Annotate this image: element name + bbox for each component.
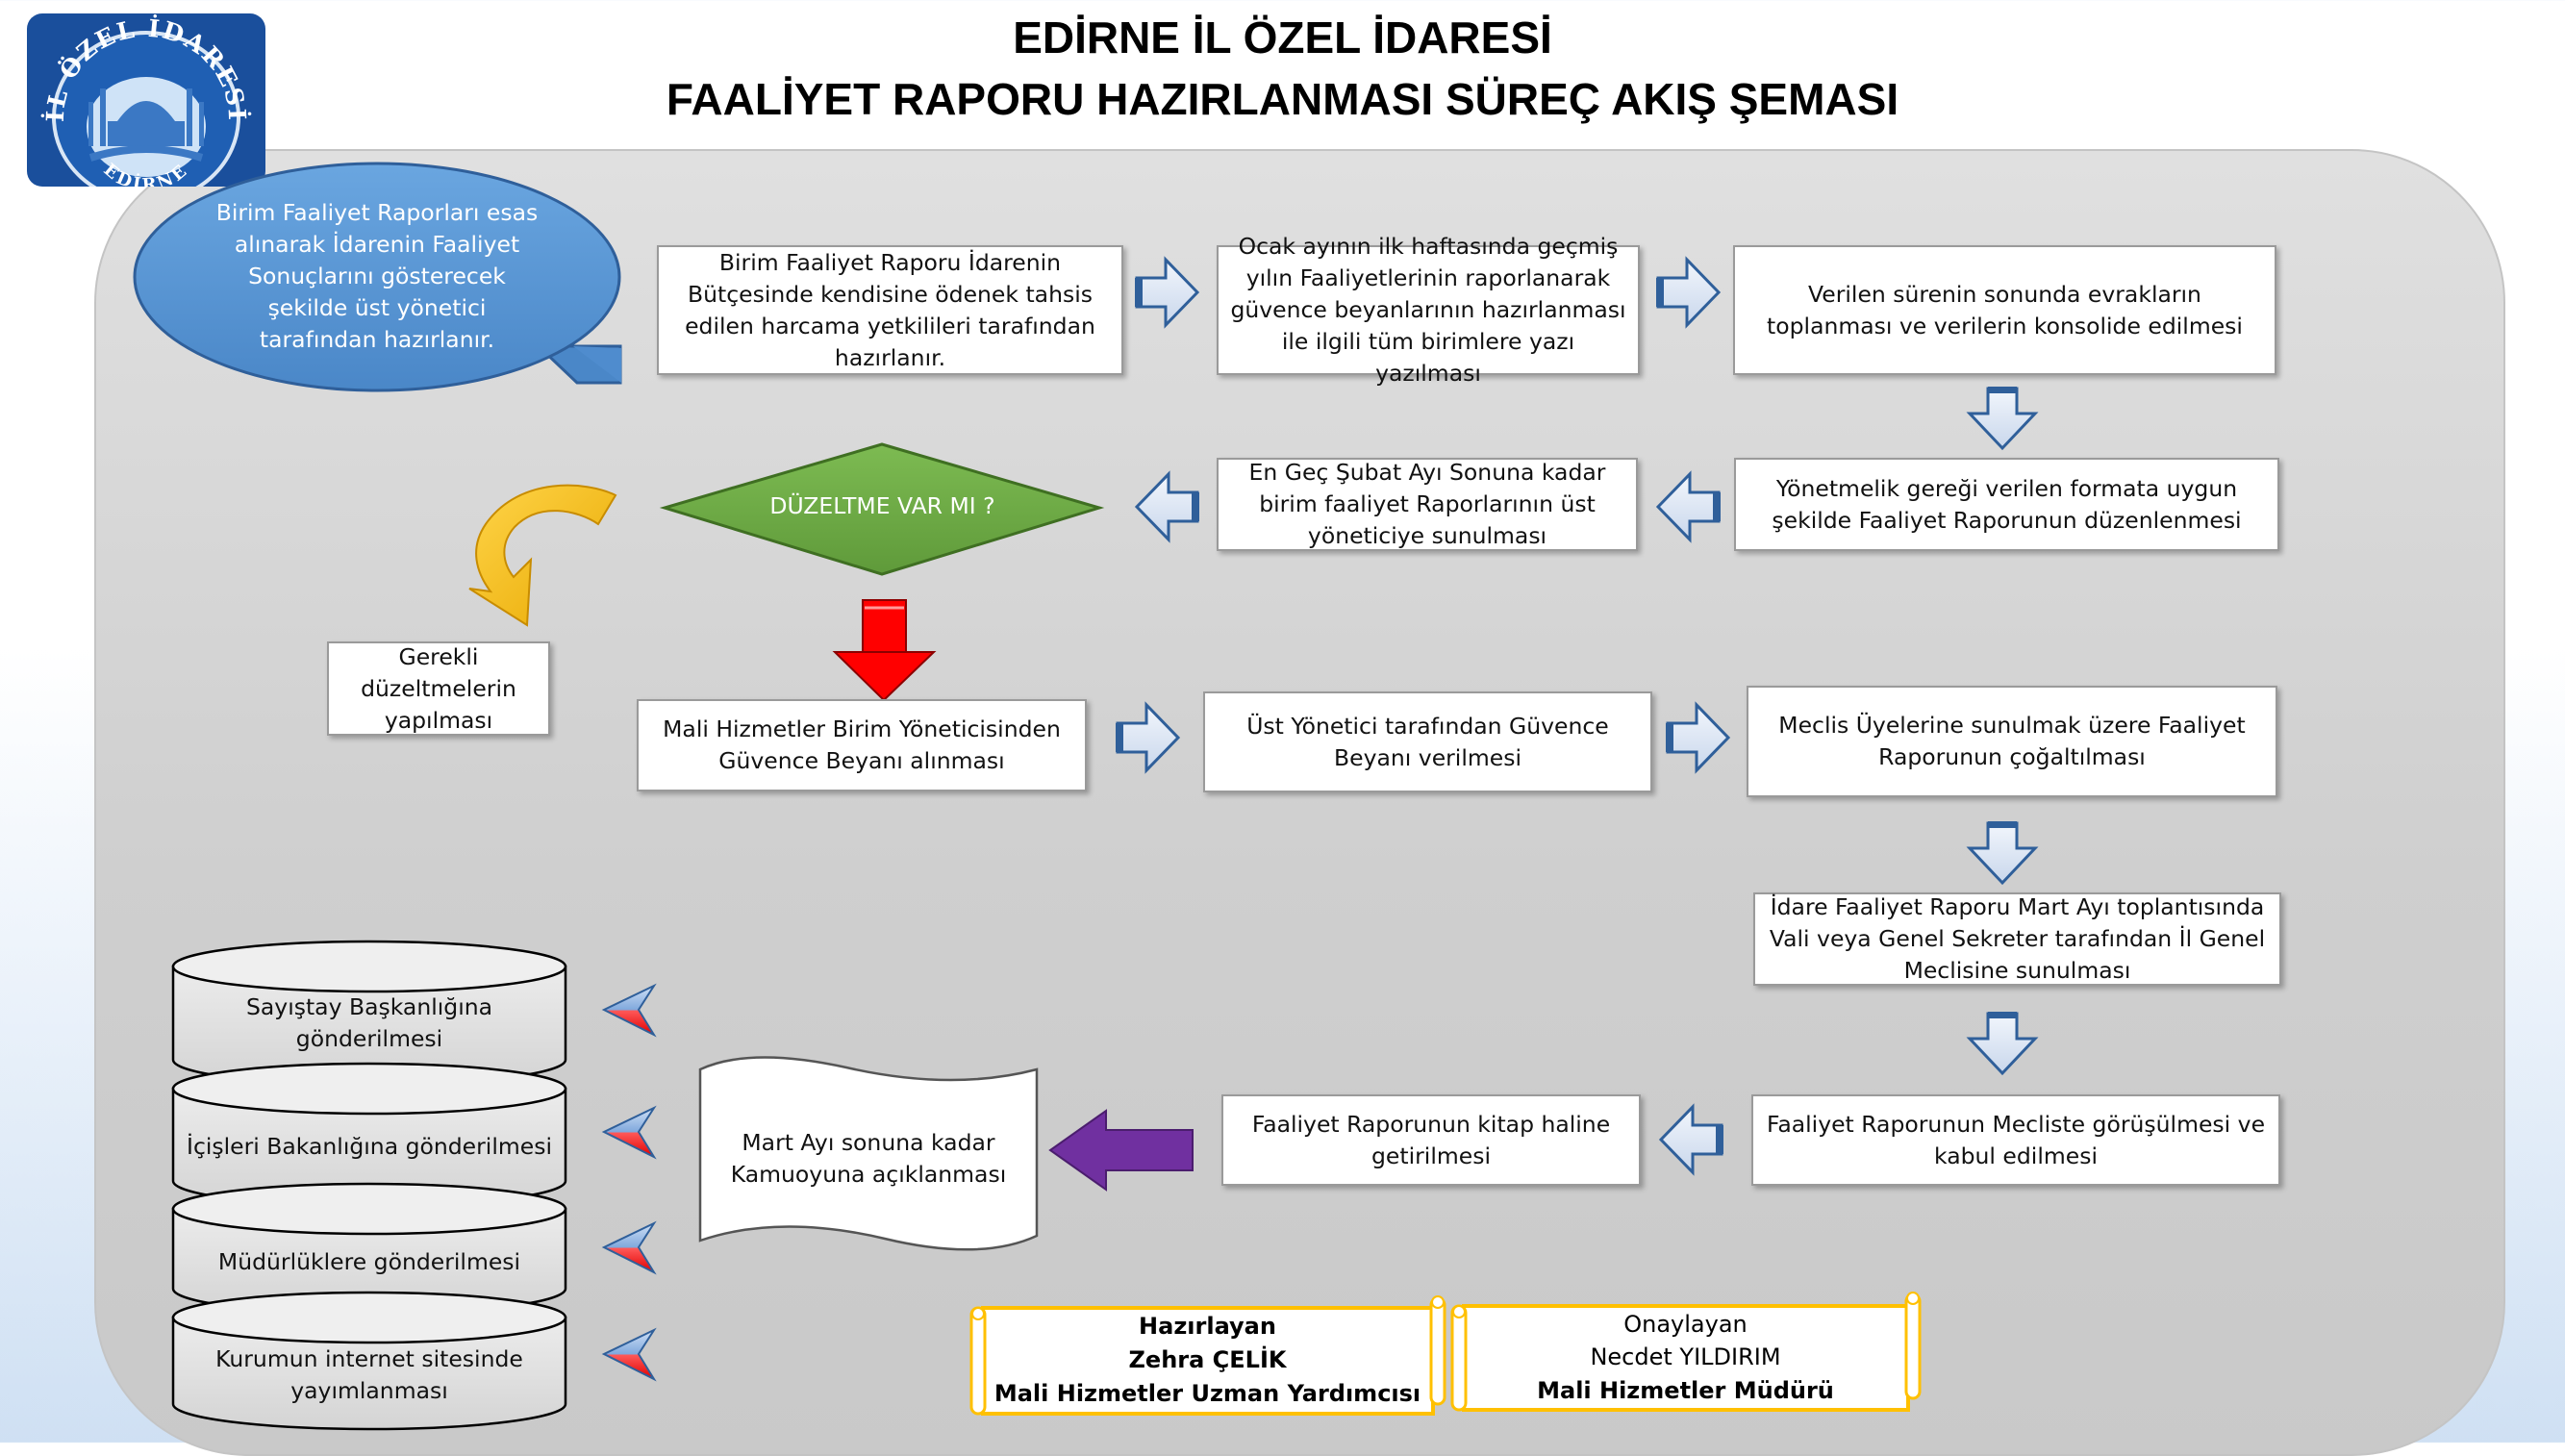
chevron-arrow-4 — [601, 1327, 657, 1382]
callout-shape — [133, 162, 622, 392]
arrow-right-3 — [1116, 701, 1181, 774]
red-down-arrow — [832, 599, 937, 702]
step-guvence-beyani-alinmasi: Mali Hizmetler Birim Yöneticisinden Güve… — [637, 699, 1087, 791]
step-rapor-duzenlenmesi: Yönetmelik gereği verilen formata uygun … — [1734, 458, 2279, 551]
logo-emblem: İL ÖZEL İDARESİ EDİRNE — [27, 13, 265, 187]
purple-left-arrow — [1048, 1109, 1194, 1192]
chevron-arrow-1 — [601, 983, 657, 1038]
page-title-line2: FAALİYET RAPORU HAZIRLANMASI SÜREÇ AKIŞ … — [666, 74, 1899, 124]
chevron-arrow-3 — [601, 1220, 657, 1275]
decision-text: DÜZELTME VAR MI ? — [769, 491, 995, 519]
step-mecliste-kabul: Faaliyet Raporunun Mecliste görüşülmesi … — [1751, 1094, 2280, 1186]
cylinder-2 — [171, 1062, 567, 1208]
chevron-arrow-2 — [601, 1105, 657, 1160]
step-duzeltme-yapilmasi: Gerekli düzeltmelerin yapılması — [327, 641, 550, 736]
step-evrak-toplanmasi: Verilen sürenin sonunda evrakların topla… — [1733, 245, 2276, 375]
step-meclise-sunulmasi: İdare Faaliyet Raporu Mart Ayı toplantıs… — [1753, 892, 2281, 986]
destination-internet-sitesi: Kurumun internet sitesinde yayımlanması — [215, 1345, 523, 1404]
page-title-line1: EDİRNE İL ÖZEL İDARESİ — [1013, 13, 1552, 63]
destination-mudurlukler: Müdürlüklere gönderilmesi — [217, 1247, 521, 1275]
arrow-left-3 — [1658, 1103, 1723, 1176]
decision-diamond — [659, 442, 1105, 576]
scroll-approved — [1450, 1292, 1922, 1412]
step-kitap-haline-getirilmesi: Faaliyet Raporunun kitap haline getirilm… — [1221, 1094, 1641, 1186]
arrow-right-2 — [1656, 256, 1722, 329]
destination-sayistay: Sayıştay Başkanlığına gönderilmesi — [245, 993, 493, 1052]
callout-text: Birim Faaliyet Raporları esas alınarak İ… — [215, 198, 539, 353]
arrow-left-1 — [1655, 470, 1721, 543]
scroll-prepared — [969, 1295, 1446, 1416]
yellow-curved-arrow — [468, 484, 617, 627]
cylinder-4 — [171, 1291, 567, 1431]
destination-icisleri: İçişleri Bakanlığına gönderilmesi — [187, 1132, 552, 1160]
document-shape — [698, 1056, 1039, 1251]
arrow-right-1 — [1135, 256, 1200, 329]
cylinder-3 — [171, 1182, 567, 1316]
arrow-down-3 — [1966, 1012, 2039, 1076]
step-rapor-cogaltilmasi: Meclis Üyelerine sunulmak üzere Faaliyet… — [1747, 686, 2277, 797]
step-guvence-beyani-verilmesi: Üst Yönetici tarafından Güvence Beyanı v… — [1203, 691, 1652, 792]
arrow-down-2 — [1966, 821, 2039, 886]
arrow-down-1 — [1966, 387, 2039, 451]
step-birim-faaliyet-raporu: Birim Faaliyet Raporu İdarenin Bütçesind… — [657, 245, 1123, 375]
arrow-left-2 — [1134, 470, 1199, 543]
arrow-right-4 — [1666, 701, 1731, 774]
step-ust-yoneticiye-sunulmasi: En Geç Şubat Ayı Sonuna kadar birim faal… — [1217, 458, 1638, 551]
step-ocak-ayi-yazi: Ocak ayının ilk haftasında geçmiş yılın … — [1217, 233, 1640, 387]
step-kamuoyuna-aciklanmasi: Mart Ayı sonuna kadar Kamuoyuna açıklanm… — [730, 1129, 1007, 1188]
cylinder-1 — [171, 940, 567, 1087]
